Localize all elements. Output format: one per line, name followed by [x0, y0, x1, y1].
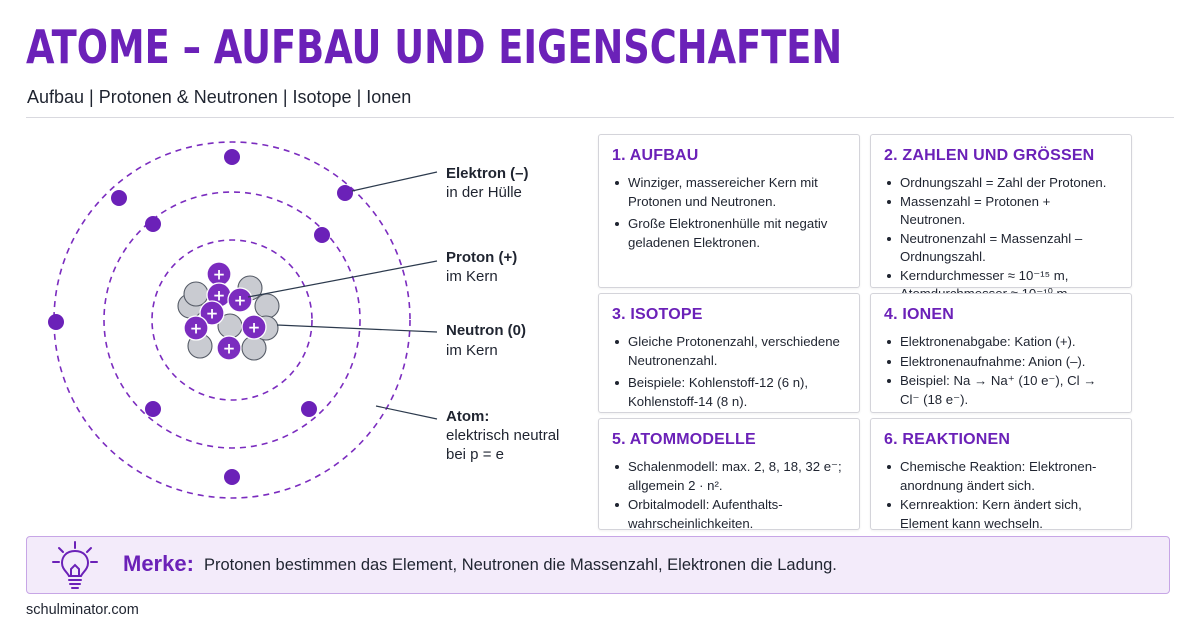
- card-item: Beispiel: Na → Na⁺ (10 e⁻), Cl → Cl⁻ (18…: [884, 372, 1117, 409]
- electron: [145, 401, 161, 417]
- card-list: Chemische Reaktion: Elektronen-anordnung…: [884, 458, 1117, 533]
- leader-lines: [247, 171, 438, 420]
- card-title: 5. ATOMMODELLE: [612, 431, 756, 448]
- electron: [48, 314, 64, 330]
- card-reaktionen: 6. REAKTIONEN Chemische Reaktion: Elektr…: [870, 418, 1132, 533]
- nucleus-protons: + + + + + + +: [183, 261, 267, 361]
- card-list: Winziger, massereicher Kern mit Protonen…: [612, 174, 845, 252]
- card-ionen: 4. IONEN Elektronenabgabe: Kation (+). E…: [870, 293, 1132, 413]
- leader-line-proton: [247, 260, 438, 298]
- merke-box: Merke: Protonen bestimmen das Element, N…: [26, 536, 1170, 594]
- card-item: Kernreaktion: Kern ändert sich, Element …: [884, 496, 1117, 533]
- lightbulb-icon: [52, 541, 98, 589]
- proton-sign: +: [234, 292, 247, 310]
- proton: [199, 300, 225, 326]
- proton-sign: +: [213, 266, 226, 284]
- card-item: Massenzahl = Protonen + Neutronen.: [884, 193, 1117, 230]
- label-proton-desc: im Kern: [446, 268, 498, 285]
- electron: [224, 469, 240, 485]
- card-item: Neutronenzahl = Massenzahl – Ordnungszah…: [884, 230, 1117, 267]
- card-title: 2. ZAHLEN UND GRÖSSEN: [884, 147, 1095, 164]
- page-title: ATOME – AUFBAU UND EIGENSCHAFTEN: [26, 20, 843, 74]
- card-item: Beispiele: Kohlenstoff-12 (6 n), Kohlens…: [612, 374, 845, 411]
- card-title: 3. ISOTOPE: [612, 306, 703, 323]
- card-item: Orbitalmodell: Aufenthalts-wahrscheinlic…: [612, 496, 845, 533]
- leader-line-atom: [375, 405, 438, 420]
- header-divider: [26, 117, 1174, 118]
- label-electron-desc: in der Hülle: [446, 184, 522, 201]
- electron: [145, 216, 161, 232]
- label-atom-desc-1: elektrisch neutral: [446, 427, 559, 444]
- card-isotope: 3. ISOTOPE Gleiche Protonenzahl, verschi…: [598, 293, 860, 413]
- label-neutron-desc: im Kern: [446, 342, 498, 359]
- merke-label: Merke:: [123, 551, 194, 576]
- atom-diagram: + + + + + + + Elektron (–) in der Hülle …: [48, 141, 559, 499]
- electron: [301, 401, 317, 417]
- proton: [227, 287, 253, 313]
- proton-sign: +: [190, 320, 203, 338]
- card-list: Ordnungszahl = Zahl der Protonen. Massen…: [884, 174, 1117, 304]
- proton: [241, 314, 267, 340]
- card-zahlen: 2. ZAHLEN UND GRÖSSEN Ordnungszahl = Zah…: [870, 134, 1132, 301]
- label-electron-title: Elektron (–): [446, 165, 529, 182]
- merke-text: Protonen bestimmen das Element, Neutrone…: [204, 556, 837, 574]
- card-title: 4. IONEN: [884, 306, 955, 323]
- card-title: 6. REAKTIONEN: [884, 431, 1011, 448]
- card-item: Elektronenabgabe: Kation (+).: [884, 333, 1117, 352]
- page-subtitle: Aufbau | Protonen & Neutronen | Isotope …: [27, 87, 412, 107]
- neutron: [183, 281, 209, 307]
- card-item: Elektronenaufnahme: Anion (–).: [884, 353, 1117, 372]
- neutron: [254, 293, 280, 319]
- proton-sign: +: [213, 287, 226, 305]
- proton: [216, 335, 242, 361]
- card-item: Gleiche Protonenzahl, verschiedene Neutr…: [612, 333, 845, 370]
- leader-line-electron: [351, 171, 438, 192]
- electron: [337, 185, 353, 201]
- card-item: Chemische Reaktion: Elektronen-anordnung…: [884, 458, 1117, 495]
- card-item: Schalenmodell: max. 2, 8, 18, 32 e⁻; all…: [612, 458, 845, 495]
- card-aufbau: 1. AUFBAU Winziger, massereicher Kern mi…: [598, 134, 860, 288]
- card-item: Ordnungszahl = Zahl der Protonen.: [884, 174, 1117, 193]
- electron: [111, 190, 127, 206]
- card-list: Gleiche Protonenzahl, verschiedene Neutr…: [612, 333, 845, 411]
- leader-line-neutron: [276, 324, 438, 333]
- label-atom-desc-2: bei p = e: [446, 446, 504, 463]
- orbit-middle: [103, 191, 361, 449]
- card-atommodelle: 5. ATOMMODELLE Schalenmodell: max. 2, 8,…: [598, 418, 860, 533]
- label-proton-title: Proton (+): [446, 249, 517, 266]
- card-title: 1. AUFBAU: [612, 147, 699, 164]
- card-item: Winziger, massereicher Kern mit Protonen…: [612, 174, 845, 211]
- proton-sign: +: [206, 305, 219, 323]
- card-list: Schalenmodell: max. 2, 8, 18, 32 e⁻; all…: [612, 458, 845, 533]
- electrons: [48, 149, 353, 485]
- card-item: Große Elektronenhülle mit negativ gelade…: [612, 215, 845, 252]
- electron: [224, 149, 240, 165]
- proton-sign: +: [223, 340, 236, 358]
- proton: [183, 315, 209, 341]
- orbit-inner: [151, 239, 313, 401]
- label-neutron-title: Neutron (0): [446, 322, 526, 339]
- label-atom-title: Atom:: [446, 408, 489, 425]
- proton-sign: +: [248, 319, 261, 337]
- electron: [314, 227, 330, 243]
- orbit-outer: [53, 141, 411, 499]
- card-list: Elektronenabgabe: Kation (+). Elektronen…: [884, 333, 1117, 409]
- footer-site: schulminator.com: [26, 602, 139, 618]
